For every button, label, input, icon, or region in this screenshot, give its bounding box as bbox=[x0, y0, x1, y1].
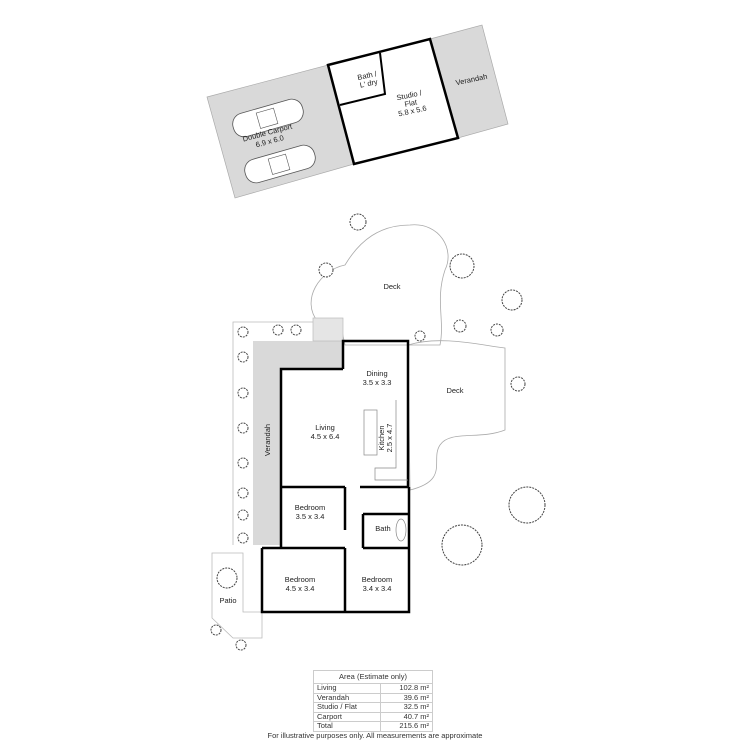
tree-icon bbox=[449, 253, 475, 279]
deck-east-label: Deck bbox=[446, 386, 463, 395]
house-verandah-label: Verandah bbox=[263, 424, 272, 456]
tree-icon bbox=[272, 324, 284, 336]
tree-icon bbox=[501, 289, 523, 311]
deck-north-label: Deck bbox=[383, 282, 400, 291]
patio-outline bbox=[211, 552, 263, 639]
bedroom-3-dims: 3.4 x 3.4 bbox=[363, 584, 392, 593]
trees bbox=[210, 213, 546, 651]
bedroom-2-dims: 4.5 x 3.4 bbox=[286, 584, 315, 593]
studio-label-2: Flat bbox=[404, 97, 419, 109]
kitchen-bench bbox=[374, 400, 408, 481]
row-label: Living bbox=[313, 683, 381, 694]
row-label: Total bbox=[313, 721, 381, 732]
tree-icon bbox=[441, 524, 483, 566]
tree-icon bbox=[490, 323, 504, 337]
row-value: 32.5 m² bbox=[379, 702, 434, 713]
tree-icon bbox=[237, 487, 249, 499]
tree-icon bbox=[349, 213, 367, 231]
tree-icon bbox=[414, 330, 426, 342]
disclaimer: For illustrative purposes only. All meas… bbox=[267, 731, 483, 740]
tree-icon bbox=[237, 509, 249, 521]
verandah-steps bbox=[312, 317, 344, 342]
tree-icon bbox=[216, 567, 238, 589]
tree-icon bbox=[210, 624, 222, 636]
tree-icon bbox=[235, 639, 247, 651]
bedroom-2-label: Bedroom bbox=[285, 575, 315, 584]
row-value: 102.8 m² bbox=[379, 683, 434, 694]
area-table-title: Area (Estimate only) bbox=[313, 670, 433, 684]
outbuilding-bath-label: Bath / bbox=[357, 69, 379, 82]
house-walls bbox=[260, 339, 411, 614]
verandah-area bbox=[253, 341, 343, 545]
tree-icon bbox=[237, 422, 249, 434]
kitchen-label: Kitchen bbox=[377, 425, 386, 450]
tree-icon bbox=[237, 351, 249, 363]
living-dims: 4.5 x 6.4 bbox=[311, 432, 340, 441]
studio-bath-wall bbox=[339, 52, 387, 106]
bedroom-1-dims: 3.5 x 3.4 bbox=[296, 512, 325, 521]
tree-icon bbox=[237, 532, 249, 544]
verandah-outline bbox=[232, 321, 340, 545]
tree-icon bbox=[510, 376, 526, 392]
kitchen-island bbox=[363, 409, 378, 456]
outbuilding-bath-label-2: L' dry bbox=[359, 77, 379, 90]
row-value: 215.6 m² bbox=[379, 721, 434, 732]
car-icon bbox=[244, 144, 316, 184]
car-icon bbox=[232, 98, 304, 138]
bedroom-3-label: Bedroom bbox=[362, 575, 392, 584]
kitchen-dims: 2.5 x 4.7 bbox=[385, 424, 394, 453]
bedroom-1-label: Bedroom bbox=[295, 503, 325, 512]
tree-icon bbox=[318, 262, 334, 278]
tree-icon bbox=[237, 457, 249, 469]
tree-icon bbox=[290, 324, 302, 336]
tree-icon bbox=[453, 319, 467, 333]
deck-east-outline bbox=[407, 340, 506, 491]
studio-area bbox=[326, 37, 460, 166]
dining-label: Dining bbox=[366, 369, 387, 378]
row-label: Studio / Flat bbox=[313, 702, 381, 713]
tree-icon bbox=[508, 486, 546, 524]
tree-icon bbox=[237, 326, 249, 338]
dining-dims: 3.5 x 3.3 bbox=[363, 378, 392, 387]
bath-label: Bath bbox=[375, 524, 390, 533]
living-label: Living bbox=[315, 423, 335, 432]
patio-label: Patio bbox=[219, 596, 236, 605]
outbuilding: Double Carport 6.9 x 6.0 Bath / L' dry S… bbox=[206, 24, 509, 199]
bathtub-icon bbox=[395, 518, 407, 542]
tree-icon bbox=[237, 387, 249, 399]
